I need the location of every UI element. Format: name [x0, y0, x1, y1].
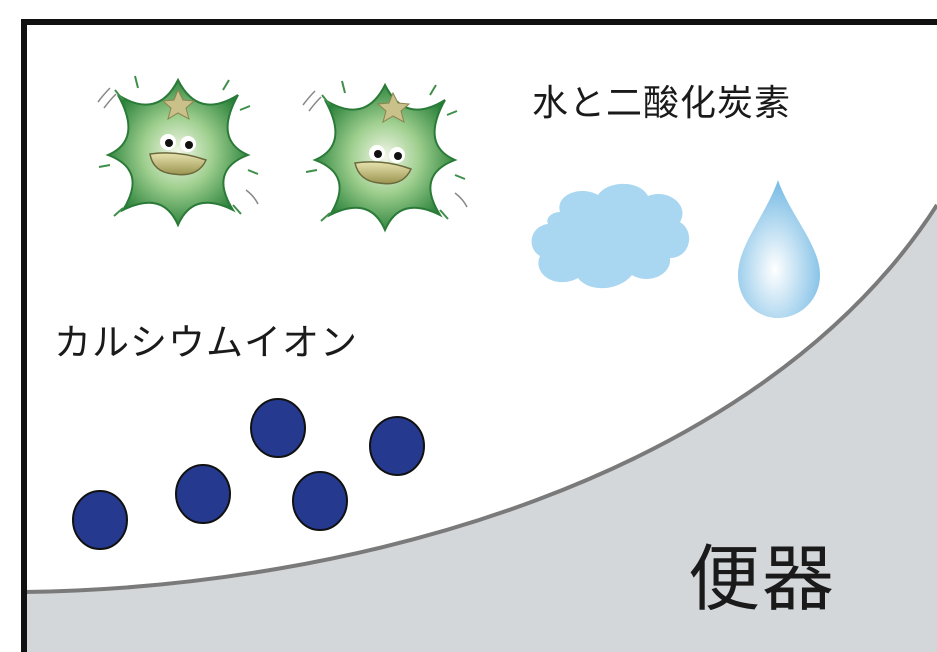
water-co2-label: 水と二酸化炭素: [532, 83, 792, 124]
calcium-ion-icon: [72, 490, 128, 550]
germ-icon: [302, 80, 468, 233]
toilet-label: 便器: [688, 537, 837, 621]
cloud-icon: [531, 183, 690, 289]
calcium-ion-icon: [250, 398, 306, 458]
toilet-surface-edge: [23, 203, 937, 594]
toilet-surface: [24, 205, 937, 652]
calcium-ion-icon: [175, 464, 231, 524]
calcium-ion-icon: [369, 416, 425, 476]
calcium-ion-icon: [292, 471, 348, 531]
germ-icon: [97, 75, 259, 228]
calcium-ion-label: カルシウムイオン: [54, 321, 358, 364]
frame-border: [21, 19, 937, 652]
water-drop-icon: [738, 180, 820, 318]
